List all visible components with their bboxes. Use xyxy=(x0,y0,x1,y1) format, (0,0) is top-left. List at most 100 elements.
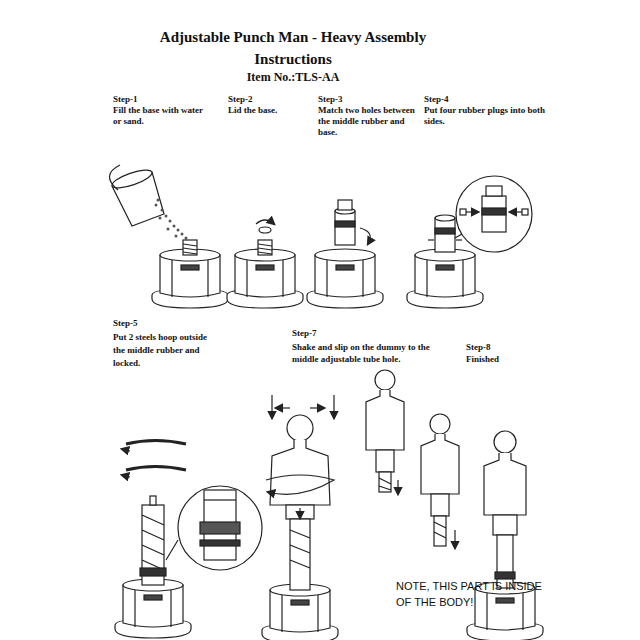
step4-figure-part xyxy=(486,186,502,196)
step-number: Step-3 xyxy=(318,94,343,105)
step8-figure-part xyxy=(495,572,515,579)
step8-figure-part xyxy=(430,414,450,434)
step4-figure-part xyxy=(407,249,483,308)
step1-figure-part xyxy=(110,166,154,191)
step7-figure-part xyxy=(290,519,310,590)
step4-figure-part xyxy=(482,208,506,215)
step1-figure-part-part xyxy=(167,228,170,231)
step4-figure-part xyxy=(482,196,506,232)
step1-figure-part xyxy=(155,199,188,240)
step8-figure-part xyxy=(494,431,516,453)
step5-figure-part xyxy=(122,475,130,477)
step8-figure-part xyxy=(379,472,391,492)
step5-figure xyxy=(115,441,262,639)
step-text: Put 2 steels hoop outside the middle rub… xyxy=(113,331,221,370)
step5-figure-part xyxy=(200,540,240,546)
step3-figure-part xyxy=(307,249,383,308)
step2-figure xyxy=(227,220,303,308)
step-number: Step-7 xyxy=(292,328,317,339)
step1-figure-part xyxy=(109,165,120,190)
step-number: Step-5 xyxy=(113,318,138,329)
step8-figure-part xyxy=(434,522,446,538)
step-number: Step-4 xyxy=(424,94,449,105)
step3-figure xyxy=(307,200,383,308)
step1-figure-part-part xyxy=(161,209,164,212)
step5-figure-part xyxy=(204,499,236,500)
step8-figure-part xyxy=(421,434,459,494)
step5-figure-part xyxy=(140,568,166,576)
step5-figure-part xyxy=(126,441,186,445)
diagram-title: Adjustable Punch Man - Heavy Assembly In… xyxy=(153,26,433,70)
step-text: Shake and slip on the dummy to the middl… xyxy=(292,341,442,365)
step8-figure-part xyxy=(375,370,395,390)
step1-figure-part-part xyxy=(157,199,160,202)
step3-figure-part xyxy=(338,200,352,210)
step1-figure-part-part xyxy=(165,215,168,218)
step4-figure-part xyxy=(435,215,455,252)
step1-figure-part-part xyxy=(173,225,176,228)
step8-figure-part xyxy=(454,530,455,548)
step1-figure-part xyxy=(183,240,197,255)
step5-figure-part xyxy=(150,496,156,505)
step2-figure-part xyxy=(258,240,272,255)
step7-figure-part xyxy=(287,415,313,441)
step5-figure-part xyxy=(126,467,186,471)
step8-figure-part xyxy=(397,480,398,494)
step-text: Match two holes between the middle rubbe… xyxy=(318,105,416,138)
step1-figure-part-part xyxy=(155,204,158,207)
step8-figure-part xyxy=(493,515,517,535)
step-text: Fill the base with water or sand. xyxy=(113,105,205,127)
step2-figure-part xyxy=(259,227,271,233)
step5-figure-part xyxy=(178,486,262,570)
step-number: Step-1 xyxy=(113,94,138,105)
step4-figure-part xyxy=(455,234,462,238)
step8-figure-part xyxy=(484,453,526,515)
step7-figure-part xyxy=(270,440,330,505)
note-text: NOTE, THIS PART IS INSIDE OF THE BODY! xyxy=(396,578,546,610)
step7-figure-part xyxy=(286,505,314,519)
step2-figure-part xyxy=(227,249,303,308)
step8-figure-part xyxy=(379,478,391,490)
step1-figure-part-part xyxy=(181,233,184,236)
step7-figure-part xyxy=(299,508,300,518)
step7-figure-part xyxy=(276,407,290,408)
step4-figure-part xyxy=(456,176,532,252)
step4-figure-part xyxy=(522,209,528,215)
step2-figure-part xyxy=(256,220,274,224)
step7-figure-part xyxy=(266,475,334,494)
step7-figure xyxy=(262,395,338,640)
step5-figure-part xyxy=(122,449,130,451)
step5-figure-part xyxy=(200,522,240,534)
step3-figure-part xyxy=(335,208,355,245)
step4-figure-part xyxy=(460,209,466,215)
step8-figure-part xyxy=(431,494,449,516)
step5-figure-part xyxy=(142,515,164,570)
step8-figure-part xyxy=(376,450,394,472)
step1-figure-part xyxy=(152,249,228,308)
item-number: Item No.:TLS-AA xyxy=(193,70,393,85)
step-text: Put four rubber plugs into both sides. xyxy=(424,105,552,127)
step7-figure-part xyxy=(271,395,272,418)
step7-figure-part xyxy=(310,407,324,408)
step4-figure xyxy=(407,176,532,308)
step5-figure-part xyxy=(115,579,191,638)
step-text: Lid the base. xyxy=(228,105,308,116)
step8-figure-part xyxy=(434,516,446,546)
step1-figure-part-part xyxy=(159,217,162,220)
step4-figure-part xyxy=(456,239,462,240)
step8-figure-part xyxy=(366,390,404,450)
step5-figure-part xyxy=(166,540,178,560)
step1-figure-part-part xyxy=(175,235,178,238)
step7-figure-part xyxy=(290,530,310,568)
step1-figure-part-part xyxy=(185,237,188,240)
step1-figure-part-part xyxy=(177,229,180,232)
step7-figure-part xyxy=(333,395,334,418)
step1-figure-part-part xyxy=(169,220,172,223)
step-number: Step-8 xyxy=(466,342,491,353)
step-number: Step-2 xyxy=(228,94,253,105)
step-text: Finished xyxy=(466,354,499,365)
step4-figure-part xyxy=(428,239,434,240)
step7-figure-part xyxy=(262,584,338,640)
step1-figure xyxy=(109,165,228,308)
step3-figure-part xyxy=(360,228,370,244)
